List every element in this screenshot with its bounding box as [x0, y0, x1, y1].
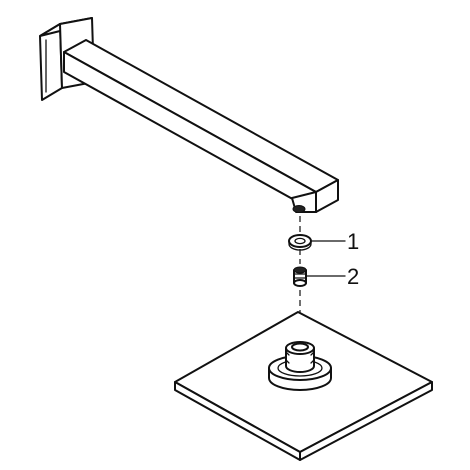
shower-arm: [63, 39, 339, 213]
callout-2: 2: [306, 264, 359, 289]
callout-2-label: 2: [347, 264, 359, 289]
callout-1-label: 1: [347, 229, 359, 254]
callout-1: 1: [311, 229, 359, 254]
washer-part-1: [288, 234, 312, 251]
threaded-nipple-part-2: [293, 266, 307, 287]
square-shower-head: [174, 311, 433, 461]
shower-head-connector: [268, 341, 332, 391]
